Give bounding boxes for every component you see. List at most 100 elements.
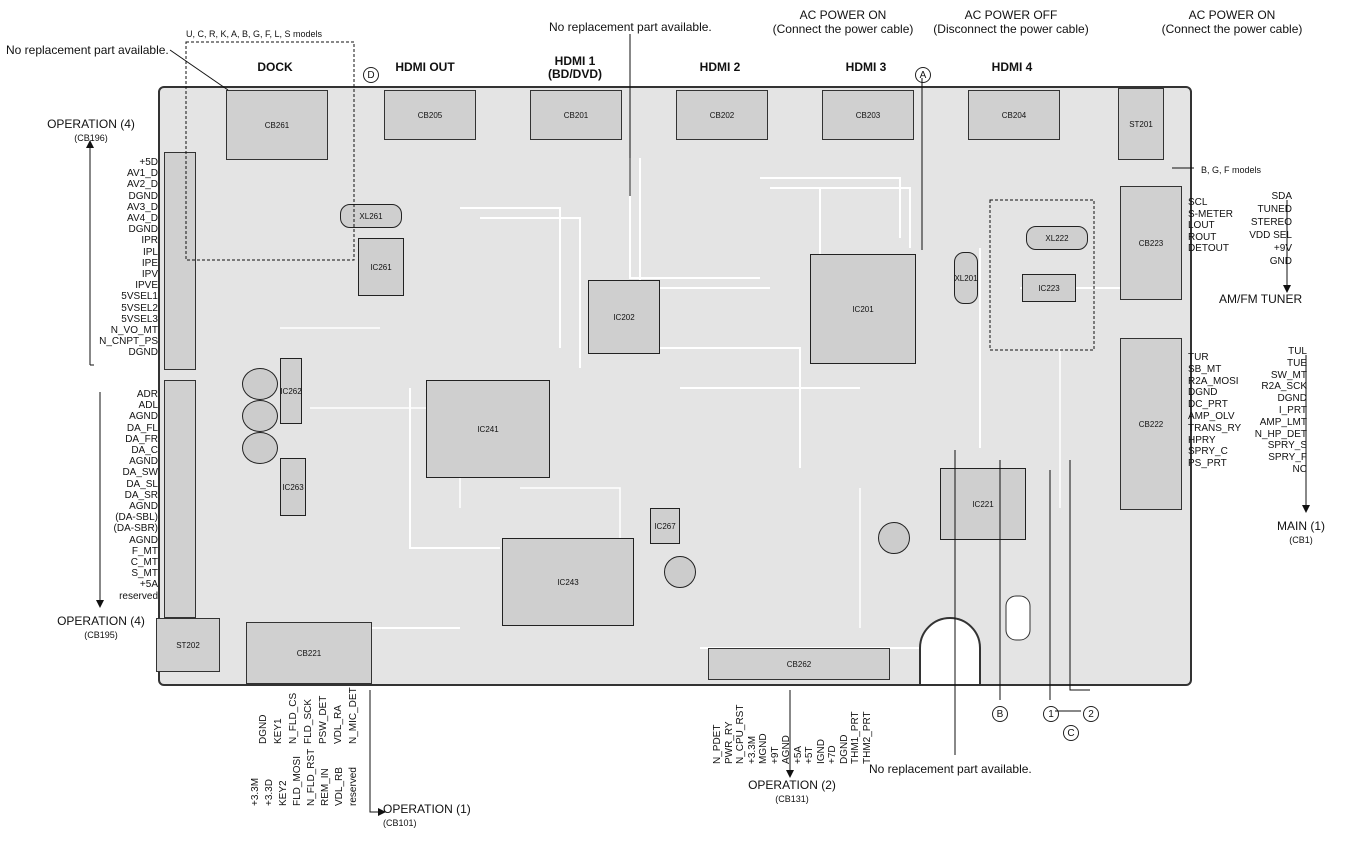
capacitor-c2641	[242, 400, 278, 432]
pin-label: KEY1	[273, 718, 284, 744]
dock-label: DOCK	[257, 60, 293, 74]
crystal-xl222: XL222	[1026, 226, 1088, 250]
pin-label: (DA-SBR)	[113, 523, 158, 535]
pin-label: DC_PRT	[1188, 399, 1228, 411]
hdmi4-label: HDMI 4	[991, 60, 1033, 74]
pin-label: C_MT	[130, 557, 158, 568]
note-models-dock: U, C, R, K, A, B, G, F, L, S models	[186, 29, 323, 39]
note-no-replacement-hdmi: No replacement part available.	[549, 20, 712, 34]
op4-bottom-sub: (CB195)	[84, 630, 118, 640]
note-no-replacement-ic221: No replacement part available.	[869, 762, 1032, 776]
pin-label: VDL_RB	[334, 767, 345, 806]
connector-cb261: CB261	[226, 90, 328, 160]
pin-label: S-METER	[1188, 208, 1233, 220]
hdmi1-label: HDMI 1 (BD/DVD)	[540, 55, 610, 81]
connector-cb222: CB222	[1120, 338, 1182, 510]
connector-st201: ST201	[1118, 88, 1164, 160]
pin-label: SPRY_S	[1267, 440, 1307, 452]
marker-d: D	[363, 67, 379, 83]
pin-label: SPRY_F	[1268, 452, 1307, 464]
pin-label: TUL	[1288, 346, 1307, 357]
pin-label: AGND	[129, 456, 158, 468]
pin-label: FLD_MOSI	[292, 755, 303, 806]
pin-label: N_CNPT_PS	[99, 336, 158, 348]
pin-label: DA_C	[131, 445, 158, 456]
connector-cb204: CB204	[968, 90, 1060, 140]
marker-b: B	[992, 706, 1008, 722]
tuner-title: AM/FM TUNER	[1219, 292, 1303, 306]
ac-power-on-2: AC POWER ON (Connect the power cable)	[1159, 8, 1305, 36]
pin-label: STEREO	[1250, 217, 1292, 228]
pin-label: +5A	[139, 579, 158, 591]
ic241: IC241	[426, 380, 550, 478]
pin-label: DETOUT	[1188, 243, 1229, 255]
pin-label: SB_MT	[1188, 363, 1222, 375]
note-models-tuner: B, G, F models	[1201, 165, 1262, 175]
pin-label: +3.3D	[264, 779, 275, 806]
pcb-traces	[260, 158, 1120, 684]
op4-bottom-title-text: OPERATION (4)	[57, 614, 145, 628]
pin-label: +9V	[1273, 243, 1292, 254]
hdmi2-label: HDMI 2	[699, 60, 741, 74]
pin-label: DA_FR	[125, 433, 158, 445]
crystal-xl201: XL201	[954, 252, 978, 304]
pin-label: SW_MT	[1270, 369, 1307, 381]
pin-label: THM1_PRT	[850, 711, 861, 764]
pin-label: AGND	[781, 735, 792, 764]
connector-cb202: CB202	[676, 90, 768, 140]
ac-power-on-1-title: AC POWER ON	[799, 8, 887, 22]
op2-title-text: OPERATION (2)	[748, 778, 836, 792]
pin-label: DGND	[1188, 387, 1218, 399]
op4-top-sub: (CB196)	[74, 133, 108, 143]
pin-label: N_HP_DET	[1254, 428, 1307, 440]
pin-label: REM_IN	[320, 768, 331, 806]
pin-label: +5A	[792, 745, 804, 764]
pin-label: R2A_SCK	[1261, 381, 1307, 393]
pin-label: MGND	[758, 733, 769, 764]
hdmi3-label: HDMI 3	[845, 60, 887, 74]
ic223: IC223	[1022, 274, 1076, 302]
pin-label: N_PDET	[712, 724, 723, 764]
hdmi-out-label: HDMI OUT	[395, 60, 455, 74]
pin-label: SPRY_C	[1188, 446, 1228, 458]
pin-label: +5T	[804, 746, 815, 764]
pin-label: +3.3M	[250, 777, 261, 806]
main1-sub: (CB1)	[1289, 535, 1313, 545]
ic262: IC262	[280, 358, 302, 424]
pin-label: DGND	[1277, 393, 1307, 405]
ac-power-on-2-sub: (Connect the power cable)	[1161, 22, 1303, 36]
ic267: IC267	[650, 508, 680, 544]
pin-label: reserved	[119, 590, 158, 602]
pin-label: AV3_D	[127, 201, 158, 213]
capacitor-c2669	[664, 556, 696, 588]
ic263: IC263	[280, 458, 306, 516]
pin-label: VDD SEL	[1249, 230, 1292, 241]
ac-power-on-1: AC POWER ON (Connect the power cable)	[770, 8, 916, 36]
pin-label: AV4_D	[127, 213, 158, 224]
op1-title: OPERATION (1) (CB101)	[383, 802, 471, 830]
pin-label: AV2_D	[127, 179, 158, 191]
pin-label: ADL	[138, 400, 158, 412]
pin-label: NC	[1292, 464, 1307, 475]
pin-label: VDL_RA	[333, 705, 344, 744]
main1-title-text: MAIN (1)	[1277, 519, 1325, 533]
pin-label: DA_SW	[122, 467, 158, 479]
marker-two: 2	[1083, 706, 1099, 722]
op1-title-text: OPERATION (1)	[383, 802, 471, 816]
capacitor-c2640	[242, 368, 278, 400]
pin-label: TUR	[1188, 352, 1209, 363]
pin-label: +5D	[139, 157, 158, 168]
pin-label: N_MIC_DET	[348, 687, 359, 744]
pin-label: +3.3M	[746, 735, 758, 764]
pin-label: R2A_MOSI	[1188, 375, 1239, 387]
ac-power-off-title: AC POWER OFF	[964, 8, 1058, 22]
marker-a: A	[915, 67, 931, 83]
ic221: IC221	[940, 468, 1026, 540]
pin-label: DA_FL	[126, 422, 158, 434]
connector-cb203: CB203	[822, 90, 914, 140]
connector-cb221: CB221	[246, 622, 372, 684]
pin-label: DGND	[128, 347, 158, 359]
pin-label: AGND	[129, 501, 158, 512]
ac-power-off-sub: (Disconnect the power cable)	[933, 22, 1089, 36]
op4-top-title-text: OPERATION (4)	[47, 117, 135, 131]
